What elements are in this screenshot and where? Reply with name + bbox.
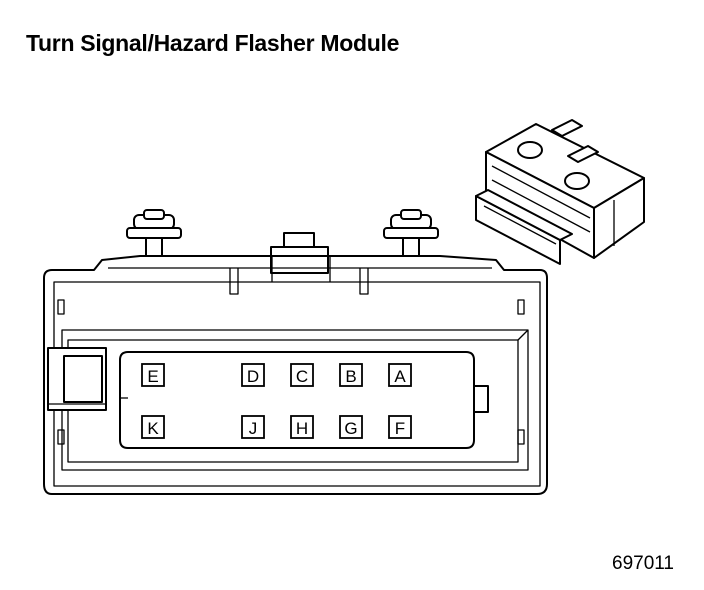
module-housing: [43, 255, 548, 495]
terminal-label: E: [147, 367, 158, 386]
terminal-E: E: [141, 363, 165, 387]
terminal-B: B: [339, 363, 363, 387]
terminal-label: J: [249, 419, 258, 438]
terminal-H: H: [290, 415, 314, 439]
terminal-label: D: [247, 367, 259, 386]
terminal-label: B: [345, 367, 356, 386]
terminal-F: F: [388, 415, 412, 439]
figure-number: 697011: [612, 553, 674, 574]
terminal-D: D: [241, 363, 265, 387]
terminal-label: K: [147, 419, 159, 438]
terminal-label: G: [344, 419, 357, 438]
diagram-title: Turn Signal/Hazard Flasher Module: [26, 30, 400, 56]
terminal-G: G: [339, 415, 363, 439]
connector-face: [119, 351, 489, 449]
center-tab: [270, 232, 329, 274]
terminal-J: J: [241, 415, 265, 439]
mounting-knob-left: [126, 209, 182, 257]
mounting-knob-right: [383, 209, 439, 257]
terminal-C: C: [290, 363, 314, 387]
terminal-K: K: [141, 415, 165, 439]
terminal-label: A: [394, 367, 406, 386]
module-perspective-view: [475, 119, 645, 265]
terminal-label: C: [296, 367, 308, 386]
terminal-label: F: [395, 419, 405, 438]
terminal-A: A: [388, 363, 412, 387]
terminal-label: H: [296, 419, 308, 438]
